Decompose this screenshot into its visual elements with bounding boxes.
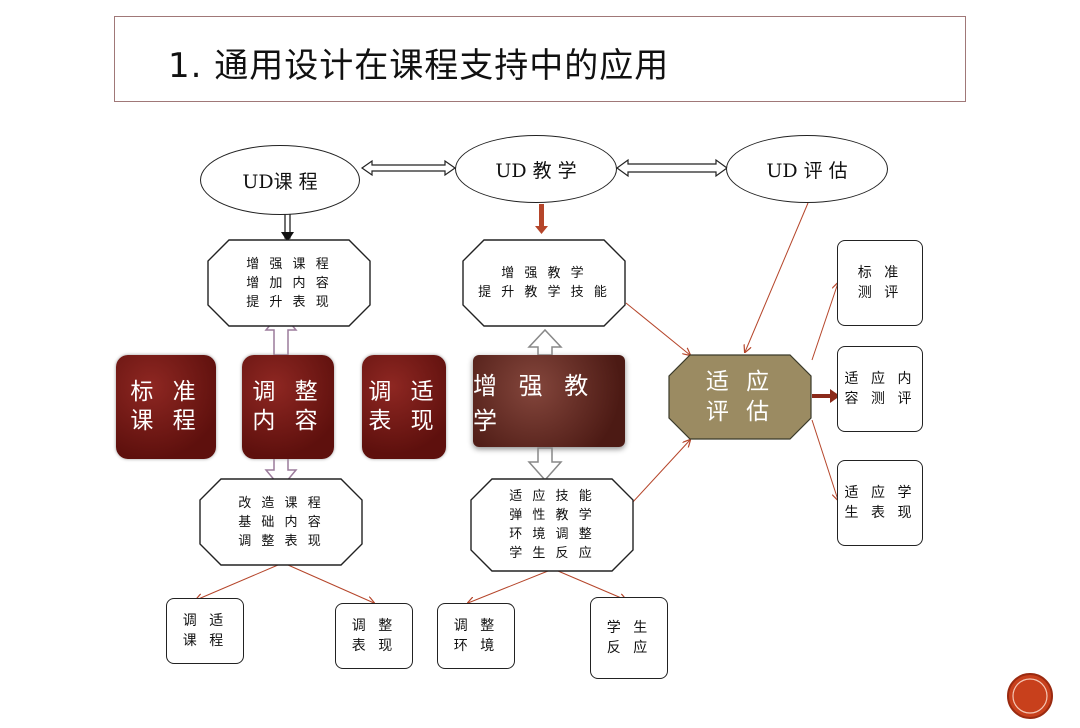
enhance-curriculum-label: 增 强 课 程 增 加 内 容 提 升 表 现	[246, 256, 332, 310]
enhance-teaching-box: 增 强 教 学	[473, 355, 625, 447]
enhance-teaching-label: 增 强 教 学 提 升 教 学 技 能	[478, 266, 610, 300]
ud-assessment-node: UD 评 估	[726, 135, 888, 203]
standard-curriculum-box: 标 准 课 程	[116, 355, 216, 459]
connector-adapt-teaching-to-assessment	[631, 440, 690, 504]
hollow-arrow-down-teaching	[527, 447, 563, 482]
hollow-arrow-up-teaching	[527, 328, 563, 356]
connector-enhance-teaching-to-assessment	[625, 302, 690, 355]
student-response-box: 学 生 反 应	[590, 597, 668, 679]
adapt-teaching-label: 适 应 技 能 弹 性 教 学 环 境 调 整 学 生 反 应	[509, 489, 595, 561]
adjust-performance-box: 调 整 表 现	[335, 603, 413, 669]
connector-assessment-to-student	[811, 419, 838, 500]
connector-assessment-to-standard	[811, 283, 838, 361]
adapt-teaching-node: 适 应 技 能 弹 性 教 学 环 境 调 整 学 生 反 应	[470, 478, 634, 572]
arrow-ud-teaching-down	[535, 204, 548, 234]
adjust-environment-box: 调 整 环 境	[437, 603, 515, 669]
ud-teaching-node: UD 教 学	[455, 135, 617, 203]
connector-adapt-to-adjust-env	[468, 570, 549, 603]
adaptive-assessment-label: 适 应 评 估	[705, 369, 775, 425]
connector-modify-to-adjust-performance	[287, 564, 374, 603]
content-assessment-box: 适 应 内 容 测 评	[837, 346, 923, 432]
double-arrow-curriculum-teaching	[360, 159, 457, 177]
adapt-performance-box: 调 适 表 现	[362, 355, 446, 459]
page-title: 1. 通用设计在课程支持中的应用	[168, 46, 670, 86]
standard-assessment-box: 标 准 测 评	[837, 240, 923, 326]
arrow-assessment-to-content	[812, 389, 840, 403]
modify-curriculum-label: 改 造 课 程 基 础 内 容 调 整 表 现	[238, 495, 324, 549]
octagon-shape	[462, 239, 626, 327]
adjust-content-box: 调 整 内 容	[242, 355, 334, 459]
connector-adapt-to-student-response	[557, 570, 626, 600]
connector-modify-to-adapt-course	[196, 564, 279, 600]
octagon-shape	[207, 239, 371, 327]
octagon-shape	[199, 478, 363, 566]
octagon-shape	[668, 354, 812, 440]
enhance-teaching-node: 增 强 教 学 提 升 教 学 技 能	[462, 239, 626, 327]
modify-curriculum-node: 改 造 课 程 基 础 内 容 调 整 表 现	[199, 478, 363, 566]
ud-curriculum-node: UD课 程	[200, 145, 360, 215]
octagon-shape	[470, 478, 634, 572]
double-arrow-teaching-assessment	[615, 158, 729, 178]
title-box	[114, 16, 966, 102]
student-performance-box: 适 应 学 生 表 现	[837, 460, 923, 546]
connector-ud-assessment-to-assessment	[745, 202, 809, 352]
decorative-circle-icon	[1007, 673, 1053, 719]
adapt-course-box: 调 适 课 程	[166, 598, 244, 664]
adaptive-assessment-node: 适 应 评 估	[668, 354, 812, 440]
enhance-curriculum-node: 增 强 课 程 增 加 内 容 提 升 表 现	[207, 239, 371, 327]
